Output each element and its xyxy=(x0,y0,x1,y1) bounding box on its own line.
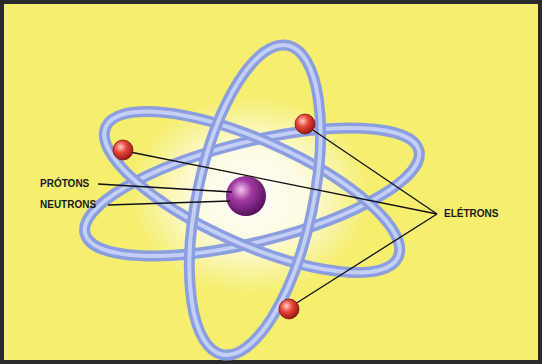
electron xyxy=(295,114,315,134)
nucleus xyxy=(226,176,266,216)
electron xyxy=(113,140,133,160)
leader-lines xyxy=(98,128,437,304)
orbits xyxy=(73,33,431,364)
electron xyxy=(279,299,299,319)
background xyxy=(4,4,538,360)
part-label: PRÓTONS xyxy=(40,178,89,190)
part-label: NEUTRONS xyxy=(40,199,96,211)
part-label: ELÉTRONS xyxy=(444,208,498,220)
